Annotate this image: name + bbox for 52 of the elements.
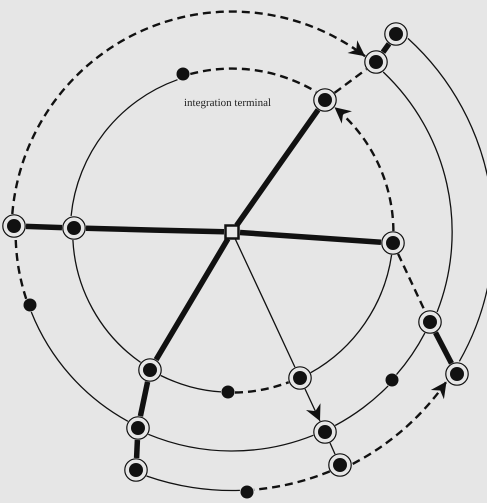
route-line bbox=[26, 224, 62, 230]
station-dot bbox=[385, 373, 399, 387]
route-line bbox=[70, 79, 178, 216]
terminal-station bbox=[313, 88, 337, 112]
route-line bbox=[240, 230, 382, 245]
terminal-station bbox=[364, 50, 388, 74]
route-line bbox=[146, 475, 240, 492]
terminal-station bbox=[138, 358, 162, 382]
route-line bbox=[304, 388, 321, 422]
route-line bbox=[396, 332, 426, 376]
terminal-station bbox=[124, 458, 148, 482]
route-line bbox=[254, 470, 330, 491]
route-line bbox=[72, 240, 141, 363]
route-line bbox=[334, 68, 368, 94]
map-label: integration terminal bbox=[184, 97, 272, 109]
route-line bbox=[190, 68, 317, 93]
route-line bbox=[329, 442, 336, 454]
route-line bbox=[234, 239, 296, 368]
route-line bbox=[382, 72, 453, 312]
terminal-station bbox=[2, 214, 26, 238]
route-line bbox=[433, 331, 454, 365]
route-line bbox=[138, 381, 150, 417]
terminal-station bbox=[126, 416, 150, 440]
route-line bbox=[148, 434, 314, 452]
route-line bbox=[407, 38, 487, 362]
route-line bbox=[86, 226, 224, 235]
route-line bbox=[234, 108, 320, 228]
terminal-station bbox=[445, 362, 469, 386]
central-hub bbox=[224, 224, 240, 240]
station-dot bbox=[23, 298, 37, 312]
terminal-station bbox=[288, 366, 312, 390]
terminal-station bbox=[62, 216, 86, 240]
route-line bbox=[134, 440, 140, 458]
station-dot bbox=[240, 485, 254, 499]
route-line bbox=[310, 254, 392, 374]
route-line bbox=[160, 374, 222, 393]
route-line bbox=[234, 381, 290, 394]
route-line bbox=[154, 238, 230, 362]
route-line bbox=[352, 380, 448, 465]
terminal-station bbox=[381, 231, 405, 255]
route-line bbox=[11, 10, 366, 214]
route-line bbox=[14, 238, 28, 300]
route-line bbox=[30, 312, 128, 422]
route-line bbox=[380, 42, 392, 54]
route-line bbox=[334, 385, 389, 426]
route-line bbox=[334, 106, 395, 232]
terminal-station bbox=[313, 420, 337, 444]
terminal-station bbox=[418, 310, 442, 334]
station-dot bbox=[176, 67, 190, 81]
station-dot bbox=[221, 385, 235, 399]
terminal-station bbox=[328, 453, 352, 477]
terminal-station bbox=[384, 22, 408, 46]
